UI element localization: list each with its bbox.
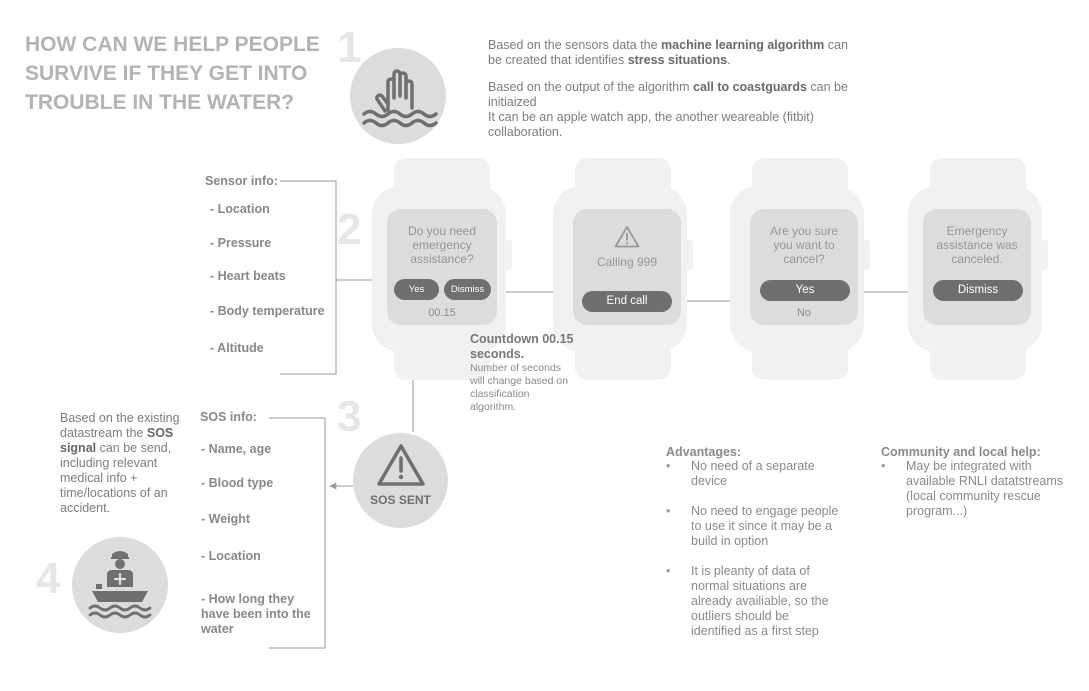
watch-3-question: Are you sure you want to cancel? bbox=[769, 224, 839, 266]
sos-sent-circle: SOS SENT bbox=[353, 433, 448, 528]
page-title: HOW CAN WE HELP PEOPLE SURVIVE IF THEY G… bbox=[25, 33, 320, 114]
community-section: Community and local help: May be integra… bbox=[881, 445, 1066, 534]
sos-item-weight: - Weight bbox=[201, 512, 251, 526]
step-number-4: 4 bbox=[36, 554, 61, 603]
watch-2-calling: Calling 999 bbox=[596, 255, 658, 269]
intro-text: Based on the sensors data the machine le… bbox=[488, 38, 848, 152]
sos-info-title: SOS info: bbox=[200, 410, 257, 424]
step-number-2: 2 bbox=[337, 205, 362, 254]
drowning-hand-circle bbox=[350, 48, 446, 144]
final-dismiss-button[interactable]: Dismiss bbox=[933, 280, 1023, 301]
end-call-button[interactable]: End call bbox=[582, 291, 672, 312]
advantage-item: No need of a separate device bbox=[666, 459, 841, 489]
countdown-body: Number of seconds will change based on c… bbox=[470, 362, 569, 413]
confirm-cancel-yes-button[interactable]: Yes bbox=[760, 280, 850, 301]
advantage-item: It is pleanty of data of normal situatio… bbox=[666, 564, 841, 639]
community-title: Community and local help: bbox=[881, 445, 1041, 459]
intro-paragraph-2: Based on the output of the algorithm cal… bbox=[488, 80, 848, 139]
rescue-boat-icon bbox=[88, 551, 152, 619]
advantages-section: Advantages: No need of a separate device… bbox=[666, 445, 841, 654]
countdown-note: Countdown 00.15 seconds. Number of secon… bbox=[470, 332, 578, 414]
watch-screen-2: Calling 999 End call bbox=[573, 209, 681, 325]
countdown-title: Countdown 00.15 seconds. bbox=[470, 332, 574, 361]
sos-explanation: Based on the existing datastream the SOS… bbox=[60, 411, 180, 515]
sensor-item-pressure: - Pressure bbox=[210, 236, 272, 250]
sensor-info-title: Sensor info: bbox=[205, 174, 278, 188]
sos-item-time-in-water: - How long they have been into the water bbox=[201, 592, 311, 636]
step-number-3: 3 bbox=[337, 392, 362, 441]
intro-paragraph-1: Based on the sensors data the machine le… bbox=[488, 38, 848, 67]
step-number-1: 1 bbox=[337, 23, 362, 72]
sos-sent-label: SOS SENT bbox=[370, 493, 431, 507]
watch-screen-3: Are you sure you want to cancel? Yes No bbox=[750, 209, 858, 325]
sos-item-blood-type: - Blood type bbox=[201, 476, 274, 490]
watch-4-message: Emergency assistance was canceled. bbox=[936, 224, 1018, 266]
sensor-item-altitude: - Altitude bbox=[210, 341, 264, 355]
watch-screen-1: Do you need emergency assistance? Yes Di… bbox=[387, 209, 497, 325]
lifeboat-circle bbox=[72, 537, 168, 633]
sensor-item-body-temperature: - Body temperature bbox=[210, 304, 325, 318]
sos-item-location: - Location bbox=[201, 549, 261, 563]
warning-icon bbox=[614, 226, 640, 248]
watch-1-question: Do you need emergency assistance? bbox=[407, 224, 477, 266]
yes-button[interactable]: Yes bbox=[394, 279, 439, 300]
advantage-item: No need to engage people to use it since… bbox=[666, 504, 841, 549]
advantages-title: Advantages: bbox=[666, 445, 742, 459]
watch-screen-4: Emergency assistance was canceled. Dismi… bbox=[923, 209, 1031, 325]
no-option[interactable]: No bbox=[796, 307, 812, 319]
sensor-item-heart-beats: - Heart beats bbox=[210, 269, 286, 283]
community-item: May be integrated with available RNLI da… bbox=[881, 459, 1066, 519]
watch-1-timer: 00.15 bbox=[428, 307, 456, 319]
sos-warning-icon bbox=[377, 444, 425, 486]
sensor-item-location: - Location bbox=[210, 202, 270, 216]
drowning-hand-icon bbox=[362, 69, 438, 128]
sos-item-name-age: - Name, age bbox=[201, 442, 272, 456]
dismiss-button[interactable]: Dismiss bbox=[444, 279, 491, 300]
